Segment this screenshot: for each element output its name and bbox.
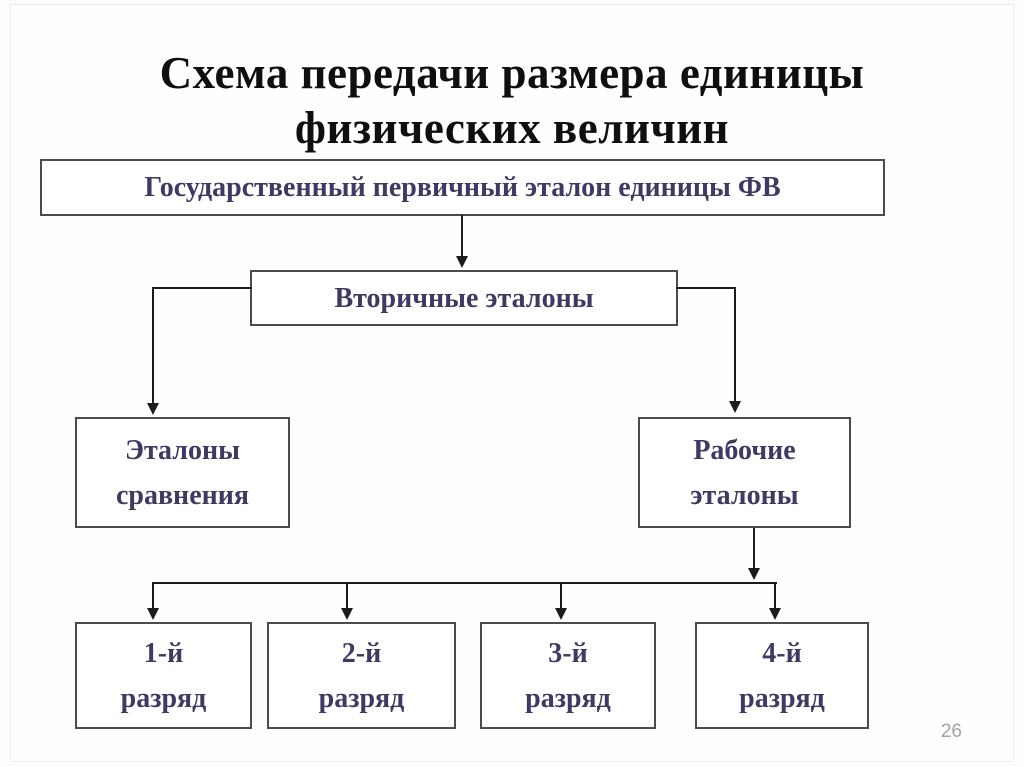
node-comparison-standards: Эталоны сравнения xyxy=(75,417,290,528)
title-line-1: Схема передачи размера единицы xyxy=(159,48,865,99)
connector-secondary-to-working-arrowhead-icon xyxy=(729,401,741,413)
connector-rail-to-rank1-arrowhead-icon xyxy=(147,608,159,620)
connector-secondary-to-working-hline xyxy=(676,287,736,289)
node-secondary-standards-label: Вторичные эталоны xyxy=(334,282,594,314)
node-rank-1-line2: разряд xyxy=(120,682,207,714)
connector-rail-to-rank4-arrowhead-icon xyxy=(769,608,781,620)
connector-rail-to-rank2-arrowhead-icon xyxy=(341,608,353,620)
connector-rail-to-rank3-arrowhead-icon xyxy=(555,608,567,620)
node-secondary-standards: Вторичные эталоны xyxy=(250,270,678,326)
node-rank-4-line1: 4-й xyxy=(762,637,802,669)
node-working-standards-line2: эталоны xyxy=(690,479,799,511)
connector-working-to-rail-line xyxy=(753,528,755,568)
page-number: 26 xyxy=(940,721,962,742)
connector-rail-hline xyxy=(152,582,777,584)
connector-rail-to-rank1-vline xyxy=(152,584,154,608)
node-working-standards-line1: Рабочие xyxy=(693,434,796,466)
node-rank-2-line1: 2-й xyxy=(341,637,382,669)
connector-working-to-rail-arrowhead-icon xyxy=(748,568,760,580)
node-rank-4: 4-й разряд xyxy=(695,622,869,729)
connector-rail-to-rank2-vline xyxy=(346,584,348,608)
connector-rail-to-rank3-vline xyxy=(560,584,562,608)
node-rank-2-line2: разряд xyxy=(318,682,405,714)
connector-secondary-to-comparison-vline xyxy=(152,287,154,404)
node-rank-3: 3-й разряд xyxy=(480,622,656,729)
node-rank-3-line2: разряд xyxy=(525,682,611,714)
connector-rail-to-rank4-vline xyxy=(774,584,776,608)
node-rank-3-line1: 3-й xyxy=(548,637,588,669)
node-comparison-standards-line1: Эталоны xyxy=(124,434,241,466)
connector-primary-to-secondary-arrowhead-icon xyxy=(456,256,468,268)
node-rank-4-line2: разряд xyxy=(739,682,825,714)
node-state-primary-standard: Государственный первичный эталон единицы… xyxy=(40,159,885,216)
connector-primary-to-secondary-line xyxy=(461,215,463,257)
connector-secondary-to-comparison-arrowhead-icon xyxy=(147,403,159,415)
node-rank-2: 2-й разряд xyxy=(267,622,456,729)
node-state-primary-standard-label: Государственный первичный эталон единицы… xyxy=(144,172,781,203)
title-line-2: физических величин xyxy=(294,103,730,154)
node-rank-1: 1-й разряд xyxy=(75,622,252,729)
connector-secondary-to-comparison-hline xyxy=(152,287,252,289)
node-comparison-standards-line2: сравнения xyxy=(115,479,250,511)
node-working-standards: Рабочие эталоны xyxy=(638,417,851,528)
connector-secondary-to-working-vline xyxy=(734,287,736,401)
node-rank-1-line1: 1-й xyxy=(143,637,184,669)
